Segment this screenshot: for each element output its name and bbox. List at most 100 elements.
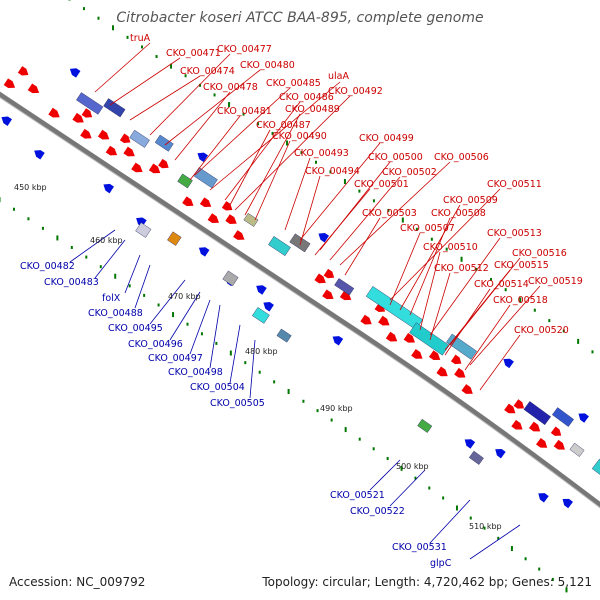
tick-mark	[442, 496, 445, 500]
tick-mark	[157, 303, 160, 307]
gene-feature	[385, 331, 398, 342]
tick-mark	[483, 526, 486, 530]
tick-mark	[445, 247, 448, 251]
leader-line	[479, 334, 521, 391]
tick-mark	[302, 399, 305, 403]
accession-text: Accession: NC_009792	[9, 575, 145, 589]
tick-mark	[126, 35, 129, 39]
leader-line	[244, 113, 301, 216]
tick-mark	[538, 567, 541, 571]
feature-block	[276, 328, 292, 343]
gene-feature	[158, 158, 169, 169]
feature-block	[167, 231, 182, 246]
tick-mark	[170, 63, 173, 69]
genome-backbone-highlight	[0, 96, 600, 509]
gene-feature	[450, 354, 462, 365]
leader-line	[469, 524, 521, 560]
leader-line	[234, 95, 351, 211]
gene-label: CKO_00519	[528, 276, 583, 287]
scale-label: 510 kbp	[469, 522, 502, 531]
feature-block	[76, 92, 104, 115]
gene-label: CKO_00516	[512, 248, 567, 259]
gene-feature	[553, 439, 565, 450]
feature-block	[252, 307, 270, 324]
gene-label: CKO_00489	[285, 104, 340, 115]
leader-line	[464, 304, 511, 371]
scale-label: 490 kbp	[320, 404, 353, 413]
tick-mark	[562, 329, 565, 333]
gene-label: CKO_00531	[392, 542, 447, 553]
gene-label: folX	[102, 293, 121, 304]
gene-feature	[436, 366, 448, 377]
leader-line	[94, 42, 151, 93]
gene-label: CKO_00471	[166, 48, 221, 59]
tick-mark	[68, 0, 71, 1]
tick-mark	[242, 112, 245, 116]
tick-mark	[213, 93, 216, 97]
forward-gene-labels: truA CKO_00471 CKO_00474 CKO_00477 CKO_0…	[130, 33, 583, 336]
gene-feature	[105, 145, 118, 156]
gene-feature	[503, 358, 514, 369]
feature-track	[1, 66, 600, 509]
leader-line	[254, 140, 291, 221]
leader-line	[164, 69, 261, 146]
gene-feature	[536, 437, 548, 448]
tick-mark	[504, 288, 507, 292]
leader-line	[229, 324, 241, 384]
leader-line	[389, 232, 421, 306]
gene-label: CKO_00496	[128, 339, 183, 350]
gene-label: CKO_00521	[330, 490, 385, 501]
tick-mark	[287, 388, 290, 394]
gene-feature	[513, 399, 525, 409]
leader-line	[299, 142, 381, 241]
leader-line	[169, 291, 201, 341]
leader-line	[109, 57, 181, 106]
leader-line	[209, 304, 221, 369]
leader-line	[189, 299, 211, 355]
gene-feature	[34, 150, 45, 160]
feature-block	[268, 236, 291, 257]
gene-feature	[182, 196, 194, 207]
gene-label: CKO_00509	[443, 195, 498, 206]
leader-line	[129, 75, 201, 121]
tick-mark	[387, 208, 390, 212]
tick-mark	[215, 341, 218, 345]
leader-line	[174, 91, 231, 161]
outer-tick-row	[68, 0, 594, 354]
gene-feature	[562, 498, 573, 509]
gene-label: CKO_00507	[400, 223, 455, 234]
gene-feature	[318, 233, 330, 243]
feature-block	[129, 129, 150, 148]
gene-label: CKO_00504	[190, 382, 245, 393]
tick-mark	[565, 587, 568, 593]
gene-label: CKO_00486	[279, 92, 334, 103]
leader-line	[409, 217, 451, 316]
feature-block	[551, 407, 574, 427]
leader-line	[224, 101, 301, 201]
gene-label: CKO_00515	[494, 260, 549, 271]
gene-label: CKO_00477	[217, 44, 272, 55]
gene-label: CKO_00512	[434, 263, 489, 274]
leader-line	[419, 251, 441, 331]
gene-feature	[233, 230, 245, 240]
gene-feature	[123, 146, 135, 157]
tick-mark	[430, 237, 433, 241]
gene-label: CKO_00485	[266, 78, 321, 89]
gene-label: CKO_00480	[240, 60, 295, 71]
gene-feature	[461, 384, 473, 394]
tick-mark	[428, 486, 431, 490]
tick-mark	[358, 189, 361, 193]
gene-label: CKO_00487	[256, 120, 311, 131]
leader-line	[299, 175, 321, 246]
tick-mark	[358, 437, 361, 441]
gene-label: CKO_00514	[474, 279, 529, 290]
scale-labels: 450 kbp 460 kbp 470 kbp 480 kbp 490 kbp …	[14, 183, 502, 531]
tick-mark	[271, 131, 274, 135]
leader-line	[69, 229, 116, 263]
leader-line	[194, 87, 291, 176]
gene-label: CKO_00510	[423, 242, 478, 253]
leader-line	[209, 81, 341, 191]
gene-feature	[428, 350, 441, 361]
gene-label: CKO_00495	[108, 323, 163, 334]
leader-line	[444, 269, 511, 351]
